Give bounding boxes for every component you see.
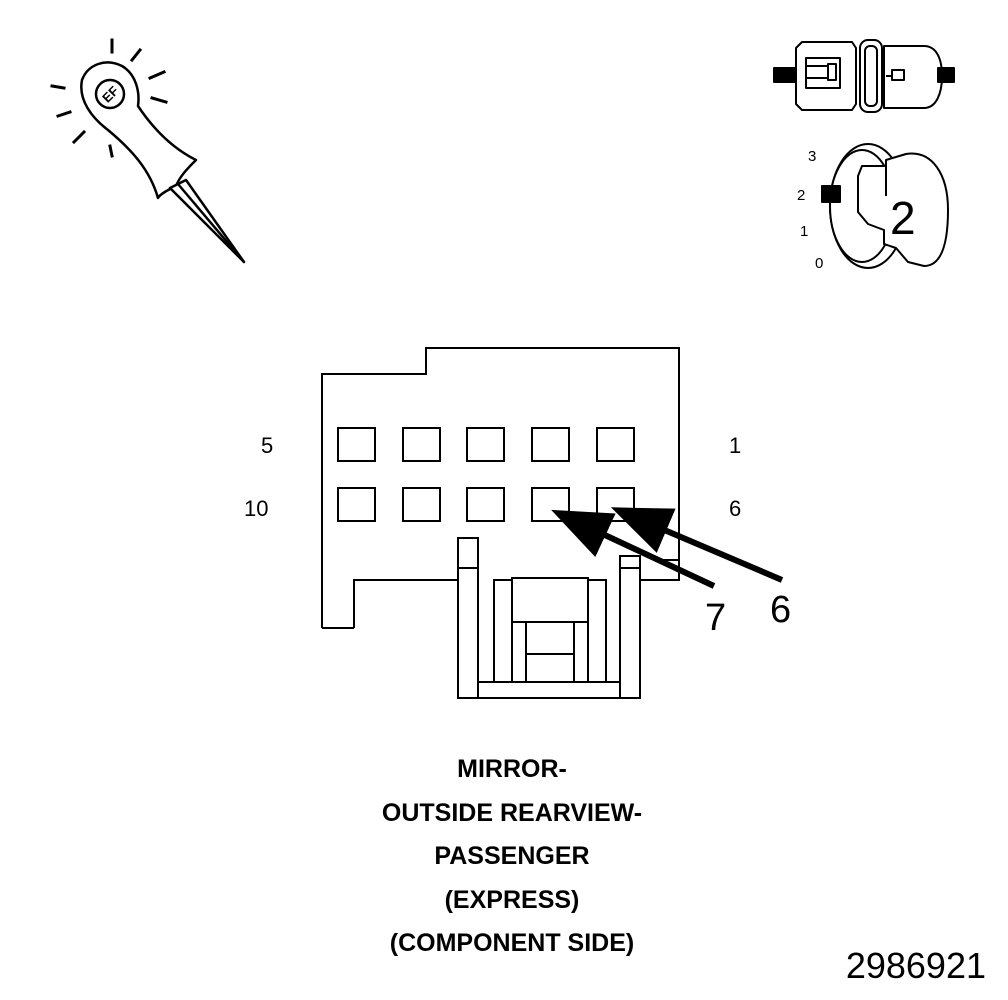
ignition-position-3: 3 [808,148,816,165]
pin-cavity-3 [466,427,505,462]
ignition-key-label: 2 [890,192,916,244]
pin-label-top-right: 1 [729,433,741,458]
pin-label-top-left: 5 [261,433,273,458]
caption-line-1: MIRROR- [457,755,567,783]
caption-line-5: (COMPONENT SIDE) [389,929,635,957]
callout-arrow-6 [610,507,784,583]
callout-label-6: 6 [770,589,791,631]
callout-label-7: 7 [705,597,726,639]
caption-line-4: (EXPRESS) [444,885,580,914]
connector-caption: MIRROR- OUTSIDE REARVIEW- PASSENGER (EXP… [212,748,812,966]
figure-number: 2986921 [845,945,986,986]
pin-cavity-1 [596,427,635,462]
pin-cavity-8 [466,487,505,522]
ignition-position-1: 1 [800,223,808,240]
ignition-position-0: 0 [815,255,823,272]
caption-line-3: PASSENGER [434,842,590,870]
caption-line-2: OUTSIDE REARVIEW- [381,798,643,827]
callout-arrow-7 [551,509,716,589]
pin-cavity-10 [337,487,376,522]
pin-label-bottom-left: 10 [244,496,268,521]
pin-cavity-5 [337,427,376,462]
pin-cavity-9 [402,487,441,522]
pin-cavities [337,427,635,522]
connector-disconnected-icon [773,39,955,113]
callout-arrows [551,507,784,589]
pin-label-bottom-right: 6 [729,496,741,521]
pin-cavity-4 [402,427,441,462]
back-probe-icon: EF [50,38,246,264]
ignition-key-icon [821,143,949,269]
connector-face [321,347,680,699]
ignition-position-2: 2 [797,187,805,204]
pin-cavity-2 [531,427,570,462]
